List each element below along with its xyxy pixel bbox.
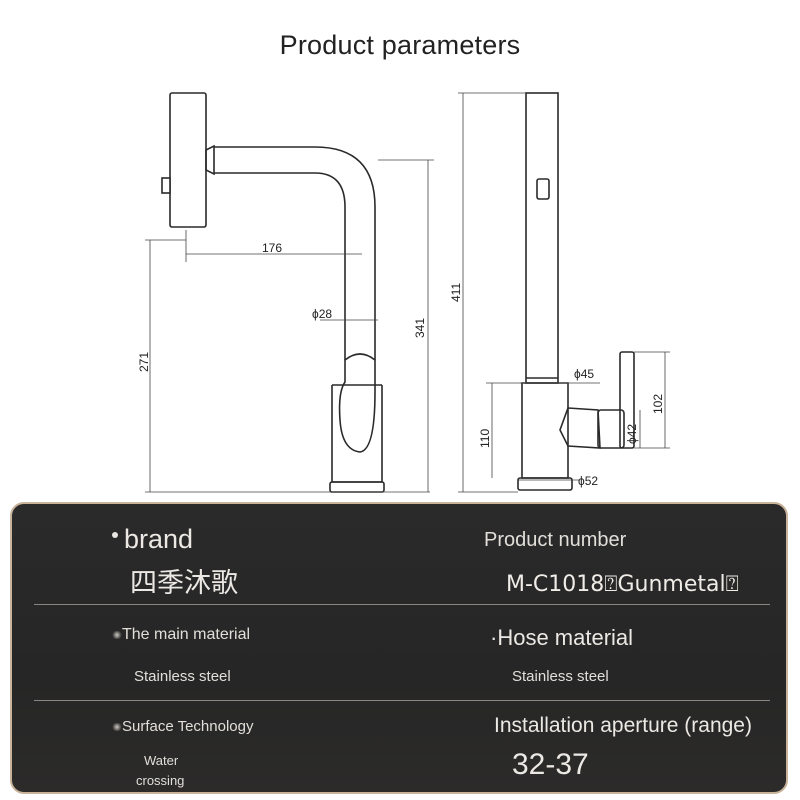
hose-material-label: ·Hose material — [490, 625, 634, 650]
dim-110: 110 — [478, 429, 492, 448]
main-material-label: The main material — [112, 626, 250, 644]
dimension-labels: 176 ϕ28 271 341 411 ϕ45 110 102 ϕ42 ϕ52 — [137, 241, 665, 488]
installation-aperture-label: Installation aperture (range) — [494, 714, 752, 737]
dim-phi52: ϕ52 — [578, 474, 598, 488]
row-divider — [34, 700, 770, 701]
dim-102: 102 — [651, 394, 665, 414]
sprayer-head — [169, 92, 207, 228]
dim-271: 271 — [137, 352, 151, 372]
spout-tube — [214, 146, 376, 360]
dim-phi42: ϕ42 — [625, 424, 639, 444]
faucet-technical-drawing: 176 ϕ28 271 341 411 ϕ45 110 102 ϕ42 ϕ52 — [137, 92, 670, 493]
faucet-handle — [338, 353, 376, 453]
main-material-value: Stainless steel — [134, 668, 231, 685]
side-handle — [559, 407, 601, 449]
side-base — [517, 477, 573, 491]
bullet-icon — [112, 630, 122, 639]
row-divider — [34, 604, 770, 605]
surface-technology-value-line2: crossing — [136, 773, 185, 788]
page-title: Product parameters — [279, 30, 521, 60]
surface-technology-label: Surface Technology — [112, 718, 253, 735]
dim-341: 341 — [413, 318, 427, 338]
spout-connector — [205, 144, 215, 176]
product-number-label: Product number — [484, 529, 627, 551]
side-column — [525, 92, 559, 384]
faucet-base — [329, 481, 385, 493]
installation-aperture-value: 32-37 — [512, 748, 589, 781]
hose-material-value: Stainless steel — [512, 668, 609, 685]
brand-label: brand — [112, 524, 193, 555]
sprayer-button — [161, 177, 171, 194]
bullet-icon — [112, 723, 122, 732]
bullet-icon — [112, 532, 118, 538]
product-number-value: M-C1018⍰Gunmetal⍰ — [506, 572, 739, 597]
dim-176: 176 — [262, 241, 282, 255]
brand-value: 四季沐歌 — [130, 568, 238, 599]
surface-technology-value-line1: Water — [144, 753, 179, 768]
dim-phi28: ϕ28 — [312, 307, 332, 321]
dim-phi45: ϕ45 — [574, 367, 594, 381]
spec-panel: brand 四季沐歌 Product number M-C1018⍰Gunmet… — [10, 502, 788, 794]
dim-411: 411 — [449, 283, 463, 302]
